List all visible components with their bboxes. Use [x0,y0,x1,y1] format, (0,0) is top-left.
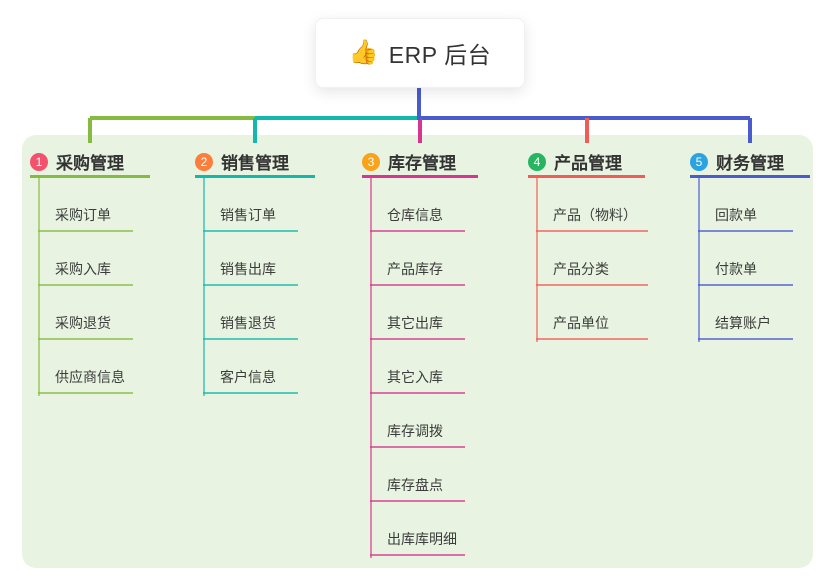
branch-child-trunk-line [698,178,700,342]
branch-node-label: 销售管理 [221,154,289,173]
branch-connector-drop [748,118,752,143]
leaf-node-结算账户[interactable]: 结算账户 [698,314,793,340]
leaf-node-出库库明细[interactable]: 出库库明细 [370,530,465,556]
branch-connector-drop [584,118,589,143]
leaf-node-客户信息[interactable]: 客户信息 [203,368,298,394]
leaf-node-库存盘点[interactable]: 库存盘点 [370,476,465,502]
leaf-node-回款单[interactable]: 回款单 [698,206,793,232]
root-node[interactable]: 👍 ERP 后台 [315,18,525,88]
branch-number-badge: 2 [195,152,213,171]
leaf-node-产品单位[interactable]: 产品单位 [536,314,648,340]
branch-node-label: 财务管理 [716,154,784,173]
leaf-node-产品库存[interactable]: 产品库存 [370,260,465,286]
branch-node-库存管理[interactable]: 3 库存管理 [362,150,478,178]
leaf-node-其它出库[interactable]: 其它出库 [370,314,465,340]
leaf-node-供应商信息[interactable]: 供应商信息 [38,368,133,394]
branch-connector-horizontal [255,116,419,120]
leaf-node-采购退货[interactable]: 采购退货 [38,314,133,340]
root-node-label: ERP 后台 [388,42,492,68]
branch-node-label: 采购管理 [56,154,124,173]
branch-child-trunk-line [536,178,538,342]
branch-node-采购管理[interactable]: 1 采购管理 [30,150,150,178]
leaf-node-采购入库[interactable]: 采购入库 [38,260,133,286]
root-trunk-line [417,88,421,120]
branch-node-销售管理[interactable]: 2 销售管理 [195,150,315,178]
branch-connector-drop [88,118,92,143]
leaf-node-采购订单[interactable]: 采购订单 [38,206,133,232]
branch-connector-drop [418,118,422,143]
leaf-node-仓库信息[interactable]: 仓库信息 [370,206,465,232]
branch-number-badge: 5 [690,152,708,171]
leaf-node-销售出库[interactable]: 销售出库 [203,260,298,286]
thumbs-up-icon: 👍 [348,39,379,66]
leaf-node-付款单[interactable]: 付款单 [698,260,793,286]
leaf-node-其它入库[interactable]: 其它入库 [370,368,465,394]
leaf-node-库存调拨[interactable]: 库存调拨 [370,422,465,448]
branch-child-trunk-line [38,178,40,396]
branch-number-badge: 3 [362,152,380,171]
branch-node-label: 产品管理 [554,154,622,173]
branch-connector-drop [253,118,257,143]
branch-node-label: 库存管理 [388,154,456,173]
leaf-node-销售退货[interactable]: 销售退货 [203,314,298,340]
branch-child-trunk-line [370,178,372,558]
branch-number-badge: 1 [30,152,48,171]
branch-node-财务管理[interactable]: 5 财务管理 [690,150,810,178]
leaf-node-销售订单[interactable]: 销售订单 [203,206,298,232]
leaf-node-产品（物料）[interactable]: 产品（物料） [536,206,648,232]
leaf-node-产品分类[interactable]: 产品分类 [536,260,648,286]
branch-child-trunk-line [203,178,205,396]
branch-node-产品管理[interactable]: 4 产品管理 [528,150,645,178]
branch-number-badge: 4 [528,152,546,171]
branches-panel [22,135,813,568]
